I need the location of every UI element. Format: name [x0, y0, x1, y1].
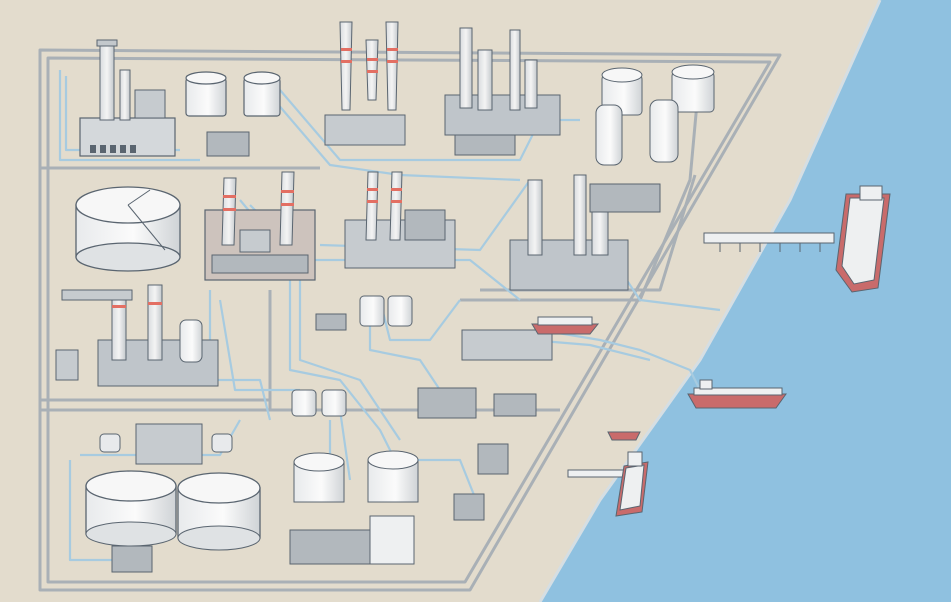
tanker-ship-icon — [615, 451, 649, 517]
tanker-ship-icon — [835, 185, 891, 293]
storage-tank-icon — [243, 71, 281, 117]
storage-tank-icon — [185, 71, 227, 117]
storage-tank-icon — [293, 452, 345, 503]
power-unit-center-right — [344, 171, 456, 269]
pier-icon — [703, 232, 835, 252]
storage-tank-icon — [367, 450, 419, 503]
distillation-unit-top — [444, 27, 561, 156]
storage-tank-icon — [85, 470, 177, 547]
shoreline — [538, 0, 882, 602]
tank-cluster-center — [291, 295, 413, 417]
process-unit-left — [55, 284, 219, 387]
tanker-ship-icon — [687, 379, 787, 409]
tank-cluster-top-right — [595, 64, 715, 166]
smokestack-group-top — [324, 21, 406, 146]
tanker-ship-icon — [531, 316, 600, 335]
separator-unit — [99, 423, 233, 573]
sea — [540, 0, 951, 602]
storage-tank-icon — [75, 186, 181, 272]
tanker-ship-icon — [607, 431, 641, 441]
storage-tank-icon — [177, 472, 261, 551]
warehouse-buildings — [417, 329, 553, 521]
pier-icon — [567, 469, 631, 478]
process-unit-top-left — [79, 39, 176, 157]
industrial-building-icon — [206, 131, 250, 157]
control-building — [289, 515, 415, 565]
power-unit-center — [204, 171, 316, 281]
distillation-unit-right — [509, 174, 661, 291]
